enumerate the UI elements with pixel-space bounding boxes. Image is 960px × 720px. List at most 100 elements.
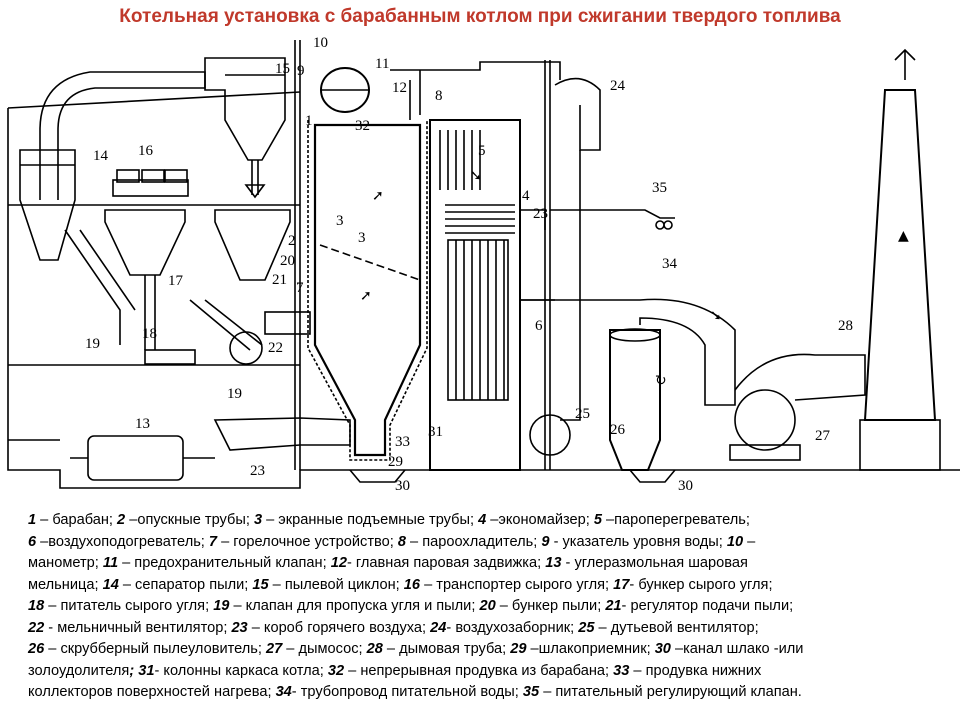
legend-number: 11: [102, 555, 119, 571]
legend-number: 3: [253, 512, 263, 528]
legend-text: – бункер пыли;: [495, 598, 606, 614]
legend-number: 35: [522, 684, 540, 700]
callout-29: 29: [388, 454, 403, 470]
callout-28: 28: [838, 318, 853, 334]
callout-33: 33: [395, 434, 410, 450]
legend-text: –шлакоприемник;: [526, 641, 655, 657]
furnace-wall: [313, 123, 422, 457]
legend-text: – барабан;: [36, 512, 118, 528]
svg-text:➚: ➚: [372, 188, 384, 204]
legend-number: 27: [266, 641, 283, 657]
callout-16: 16: [138, 143, 154, 159]
legend-number: 22: [28, 619, 45, 636]
callout-23b: 23: [533, 206, 548, 222]
svg-text:➚: ➚: [360, 288, 372, 304]
callout-3: 3: [336, 213, 344, 229]
flue-duct: [519, 298, 736, 406]
legend-line: золоудолителя; 31- колонны каркаса котла…: [28, 661, 948, 683]
callout-14: 14: [93, 148, 109, 164]
legend-text: – непрерывная продувка из барабана;: [344, 662, 614, 679]
legend-text: - мельничный вентилятор;: [44, 619, 232, 636]
dust-cyclone: [204, 57, 286, 161]
callout-35: 35: [652, 180, 667, 196]
legend-text: –экономайзер;: [486, 512, 594, 528]
legend-number: 4: [478, 512, 487, 528]
legend-text: - регулятор подачи пыли;: [621, 598, 794, 614]
legend-number: 5: [593, 512, 602, 528]
legend-number: 1: [28, 512, 37, 528]
scrubber: [609, 329, 661, 471]
legend-text: – дымовая труба;: [382, 641, 511, 657]
callout-26: 26: [610, 422, 626, 438]
legend: 1 – барабан; 2 –опускные трубы; 3 – экра…: [28, 510, 948, 704]
legend-number: 26: [28, 641, 45, 657]
legend-line: 22 - мельничный вентилятор; 23 – короб г…: [28, 618, 948, 640]
callout-4: 4: [522, 188, 530, 204]
air-heater: [447, 239, 509, 401]
legend-text: –опускные трубы;: [125, 512, 254, 528]
callout-2: 2: [288, 233, 296, 249]
legend-text: – пылевой циклон;: [268, 576, 404, 593]
raw-coal-bunker: [104, 209, 186, 276]
legend-line: 26 – скрубберный пылеуловитель; 27 – дым…: [28, 639, 948, 661]
air-intake: [554, 77, 601, 151]
legend-line: мельница; 14 – сепаратор пыли; 15 – пыле…: [28, 575, 948, 597]
callout-20: 20: [280, 253, 295, 269]
svg-text:↻: ↻: [655, 373, 667, 389]
callout-24: 24: [610, 78, 626, 94]
legend-number: 12: [330, 555, 347, 571]
callout-34: 34: [662, 256, 678, 272]
legend-text: – сепаратор пыли;: [118, 576, 253, 593]
legend-text: – дутьевой вентилятор;: [594, 619, 759, 636]
building-outline: [7, 108, 470, 489]
diagram-title: Котельная установка с барабанным котлом …: [119, 6, 841, 27]
slag-channel: [349, 469, 406, 483]
callout-31: 31: [428, 424, 443, 440]
legend-number: 32: [327, 662, 345, 679]
legend-number: 10: [726, 533, 744, 550]
flow-arrows: ➚ ➚ ➘ ➘ ▲ ↻: [360, 168, 909, 389]
feedwater-pipe: [550, 209, 675, 219]
legend-line: 6 –воздухоподогреватель; 7 – горелочное …: [28, 532, 948, 554]
legend-text: – горелочное устройство;: [217, 533, 398, 550]
legend-text: - воздухозаборник;: [446, 619, 579, 636]
legend-number: 8: [397, 533, 406, 550]
callout-1: 1: [305, 113, 313, 129]
convective-shaft: [429, 119, 521, 471]
legend-number: 28: [366, 641, 383, 657]
legend-text: - указатель уровня воды;: [549, 533, 727, 550]
callout-8: 8: [435, 88, 443, 104]
callout-27: 27: [815, 428, 831, 444]
callout-9: 9: [297, 63, 305, 79]
callout-21: 21: [272, 272, 287, 288]
legend-number: 2: [117, 512, 126, 528]
legend-text: – предохранительный клапан;: [118, 555, 331, 571]
legend-number: 30: [654, 641, 671, 657]
legend-line: коллекторов поверхностей нагрева; 34- тр…: [28, 682, 948, 704]
callout-6: 6: [535, 318, 543, 334]
legend-number: 21: [605, 598, 622, 614]
callout-18: 18: [142, 326, 157, 342]
callout-23: 23: [250, 463, 265, 479]
callout-17: 17: [168, 273, 184, 289]
legend-line: 18 – питатель сырого угля; 19 – клапан д…: [28, 596, 948, 618]
svg-text:➘: ➘: [710, 308, 722, 324]
chimney: [863, 89, 937, 421]
legend-text: –канал шлако -или: [670, 641, 804, 657]
legend-text: – транспортер сырого угля;: [420, 576, 614, 593]
burner: [264, 311, 311, 335]
legend-line: 1 – барабан; 2 –опускные трубы; 3 – экра…: [28, 510, 948, 532]
legend-text: коллекторов поверхностей нагрева;: [28, 684, 276, 700]
ball-mill: [87, 435, 184, 481]
legend-text: – клапан для пропуска угля и пыли;: [229, 598, 480, 614]
legend-text: –пароперегреватель;: [601, 512, 750, 528]
legend-text: –: [743, 533, 756, 550]
callout-32: 32: [355, 118, 370, 134]
svg-text:▲: ▲: [898, 228, 909, 244]
dust-bunker: [214, 209, 291, 281]
legend-number: 18: [28, 598, 45, 614]
legend-number: 29: [510, 641, 527, 657]
callout-19b: 19: [227, 386, 242, 402]
callout-labels: 1 2 3 3 4 5 6 7 8 9 10 11 12 13 14 15 16…: [85, 35, 853, 494]
hot-air-duct: [213, 417, 351, 451]
